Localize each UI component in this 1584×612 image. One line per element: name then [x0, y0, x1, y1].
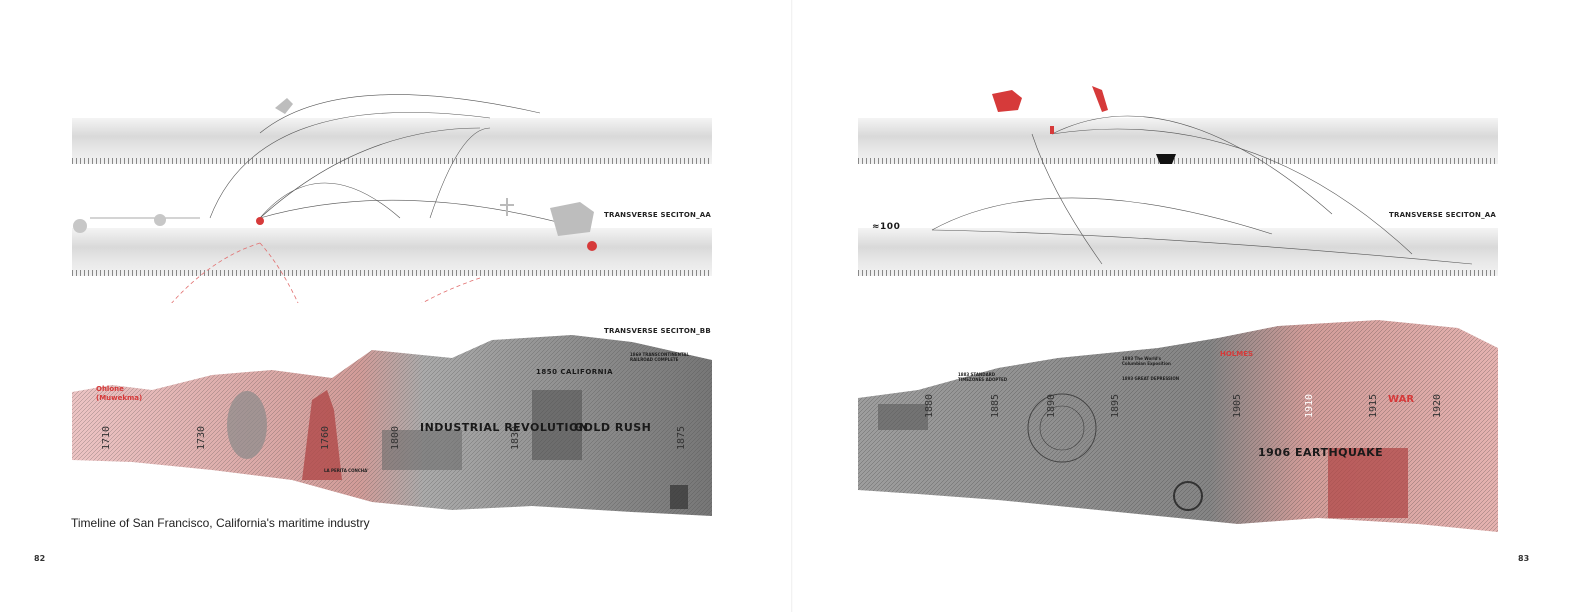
holmes-label: HOLMES: [1220, 350, 1254, 358]
timezones-note: 1883 STANDARD TIMEZONES ADOPTED: [958, 372, 1008, 382]
rider-icon: [587, 241, 597, 251]
steamship-icon: [1156, 154, 1176, 164]
spain-map-icon: [550, 202, 594, 236]
left-page: TRANSVERSE SECITON_AA TRANSVERSE SECITON…: [72, 94, 712, 516]
bird-icon: [275, 98, 293, 114]
right-page: TRANSVERSE SECITON_AA ≈100: [792, 0, 1584, 612]
migration-flow-diagram: [931, 86, 1473, 265]
figure-caption: Timeline of San Francisco, California's …: [71, 516, 370, 530]
timeline-year: 1710: [101, 425, 112, 450]
timeline-year: 1730: [196, 425, 207, 450]
timeline-collage-left: [72, 335, 712, 516]
section-label-aa-right: TRANSVERSE SECITON_AA: [1389, 211, 1497, 219]
ohlone-label: Ohlone (Muwekma): [96, 385, 143, 402]
hundred-marker: ≈100: [872, 222, 901, 232]
timeline-year: 1880: [924, 393, 935, 418]
california-1850-title: 1850 CALIFORNIA: [536, 368, 614, 376]
perita-label: LA PERITA CONCHA': [324, 468, 369, 473]
section-label-aa: TRANSVERSE SECITON_AA: [604, 211, 712, 219]
page-number-right: 83: [1518, 554, 1530, 563]
columbian-note: 1893 The World's Columbian Exposition: [1122, 356, 1171, 366]
gold-rush-title: GOLD RUSH: [574, 421, 652, 434]
timeline-year: 1760: [320, 425, 331, 450]
cross-icon: [506, 198, 508, 216]
timeline-year: 1895: [1110, 393, 1121, 418]
people-icon: [1050, 126, 1054, 134]
species-flow-diagram: [73, 94, 597, 303]
page-number-left: 82: [34, 554, 46, 563]
people-icon: [256, 217, 264, 225]
italy-map-icon: [1092, 86, 1108, 112]
section-aa-bottom-band: [72, 228, 712, 276]
industrial-revolution-title: INDUSTRIAL REVOLUTION: [420, 421, 589, 434]
timeline-collage-right: [858, 320, 1498, 532]
timeline-year: 1910: [1304, 393, 1315, 418]
war-label: WAR: [1388, 394, 1415, 405]
timeline-year: 1920: [1432, 393, 1443, 418]
timeline-year: 1890: [1046, 393, 1057, 418]
bear-icon: [73, 219, 87, 233]
timeline-year: 1875: [676, 425, 687, 450]
depression-note: 1893 GREAT DEPRESSION: [1122, 376, 1180, 381]
section-aa-top-band-right: [858, 118, 1498, 164]
china-map-icon: [992, 90, 1022, 112]
section-label-bb: TRANSVERSE SECITON_BB: [604, 327, 711, 335]
gutter: [791, 0, 793, 612]
timeline-year: 1915: [1368, 393, 1379, 418]
earthquake-title: 1906 EARTHQUAKE: [1258, 446, 1384, 459]
transcontinental-note: 1869 TRANSCONTINENTAL RAILROAD COMPLETE: [630, 352, 690, 362]
timeline-year: 1885: [990, 393, 1001, 418]
pig-icon: [154, 214, 166, 226]
timeline-year: 1905: [1232, 393, 1243, 418]
section-aa-bottom-band-right: [858, 228, 1498, 276]
timeline-year: 1800: [390, 425, 401, 450]
